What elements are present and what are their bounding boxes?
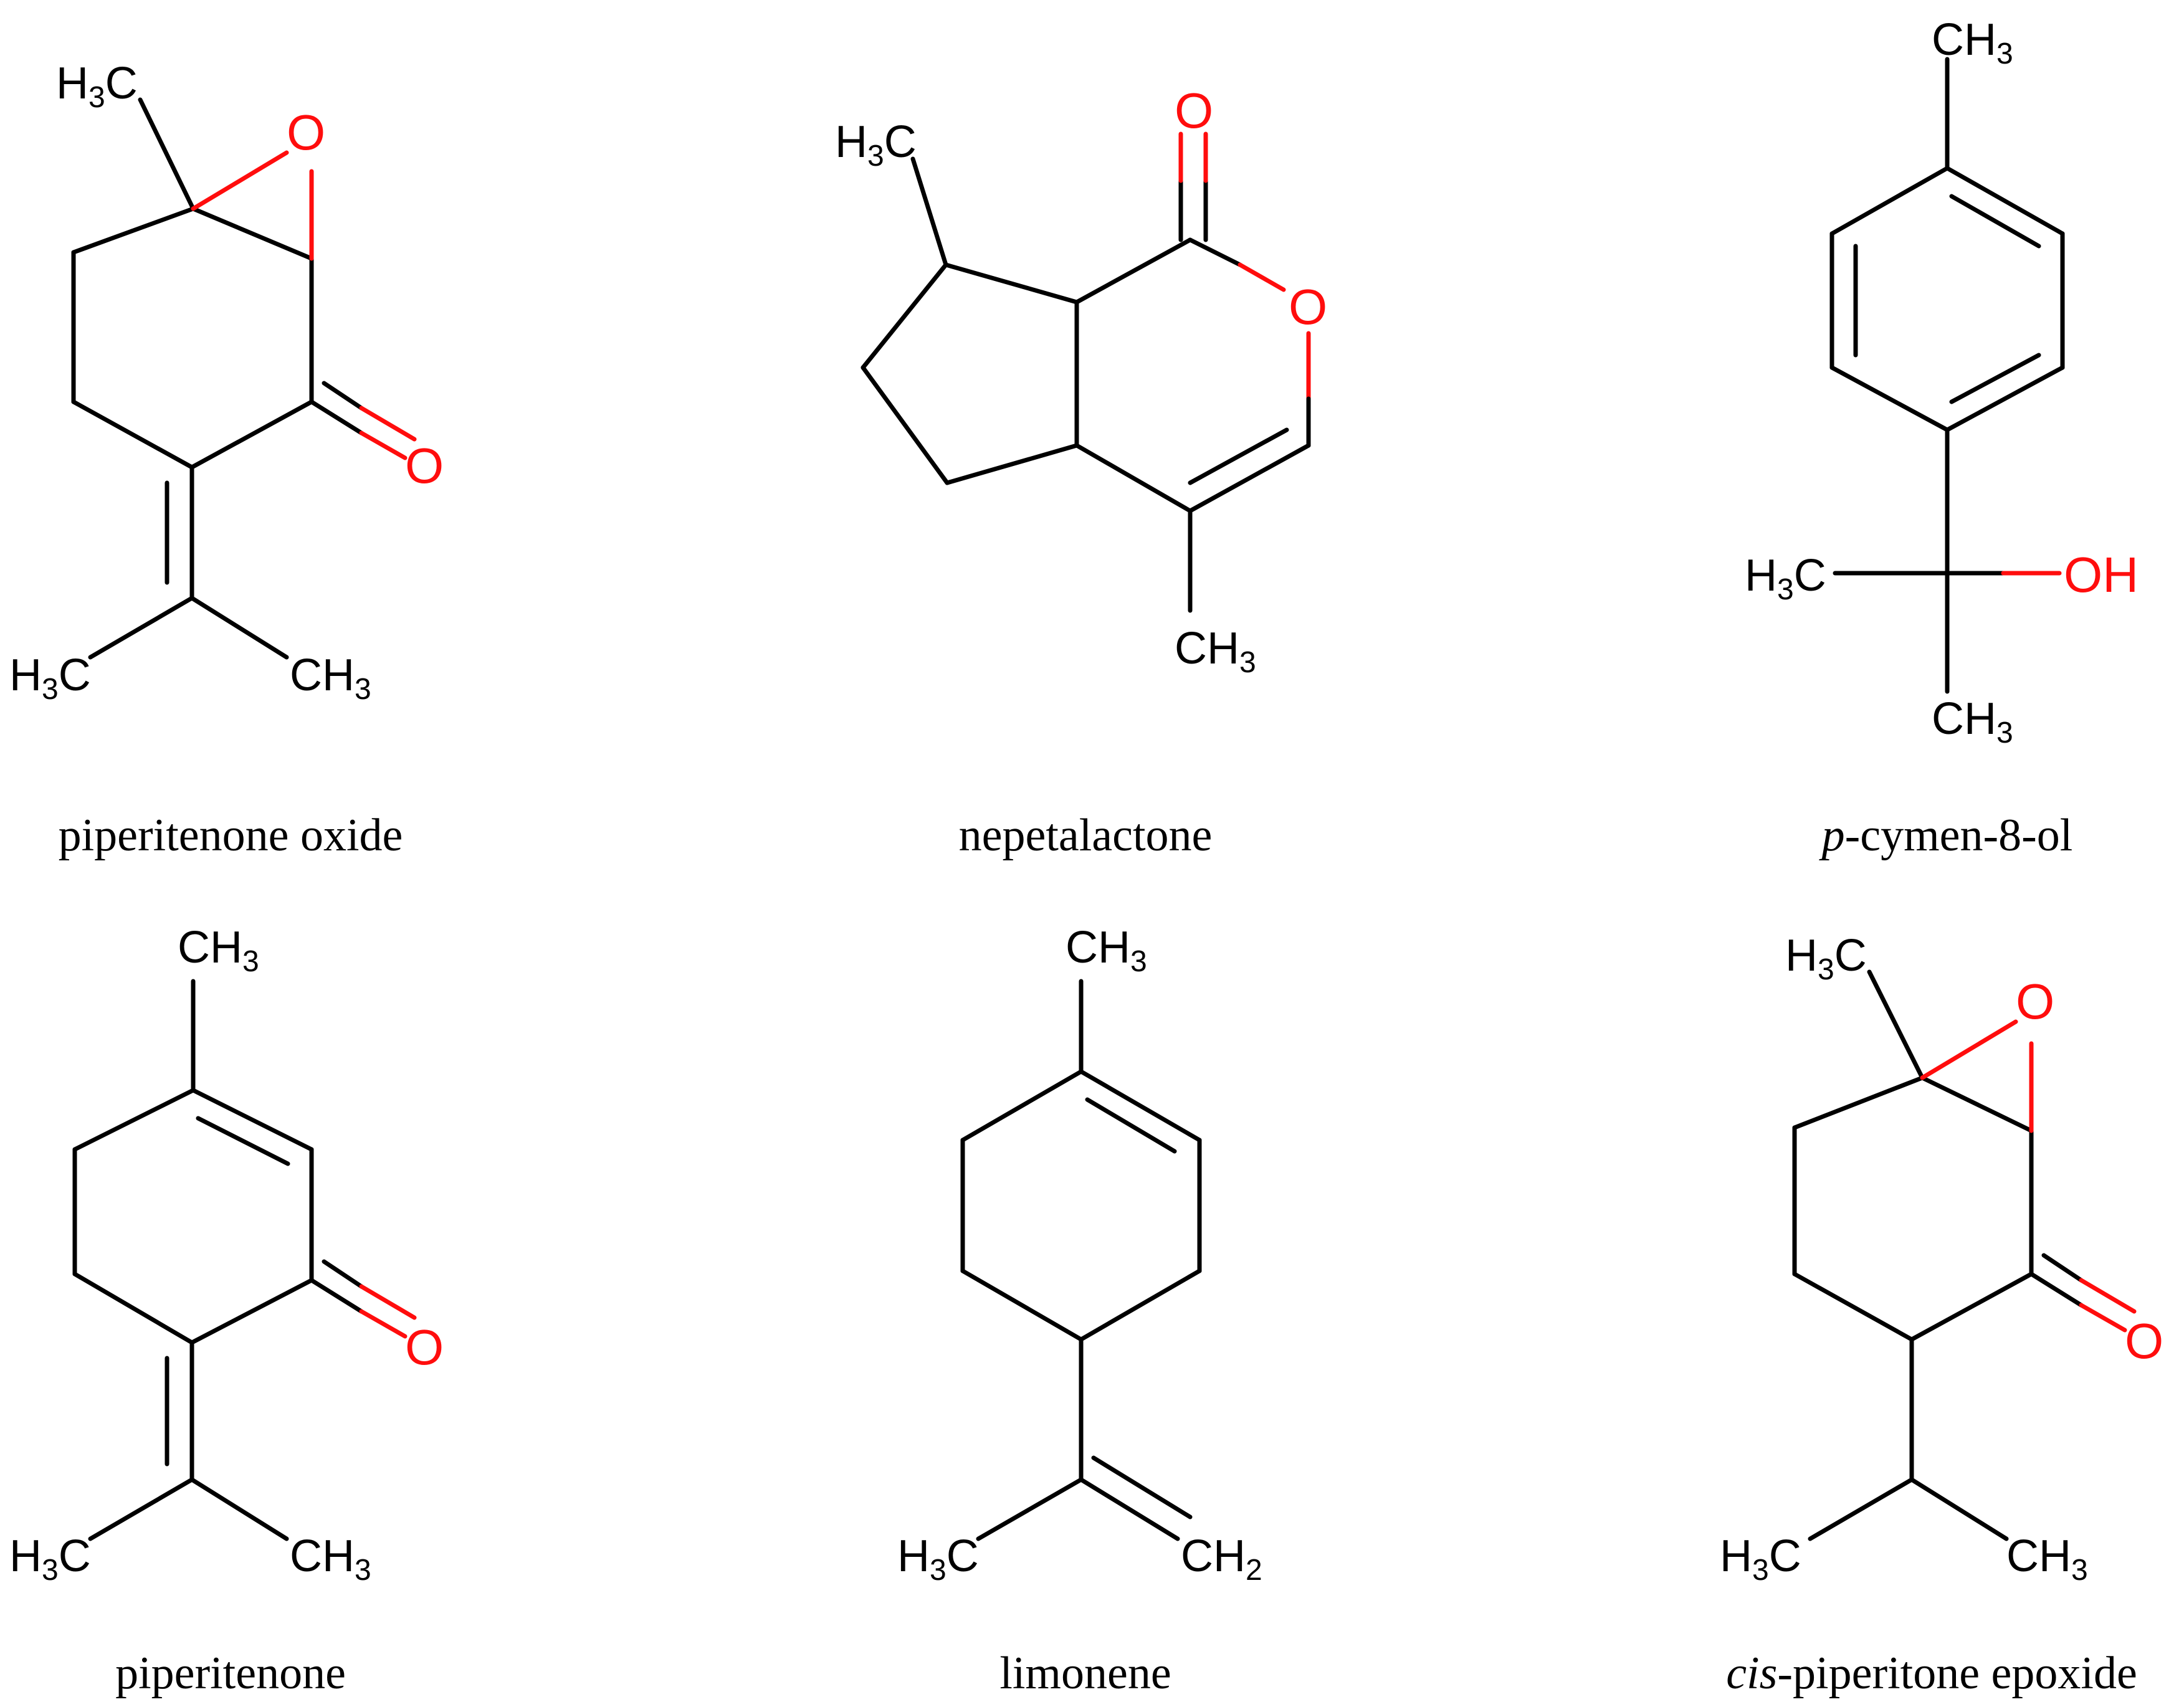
bond: [2079, 1303, 2127, 1333]
bond: [1079, 1477, 1180, 1541]
bond: [943, 262, 1079, 305]
bond: [2041, 1253, 2084, 1283]
bond: [1188, 443, 1311, 513]
atom-label: O: [1289, 279, 1327, 335]
structure-nepetalactone: H3C O O CH3 nepetalactone: [835, 83, 1327, 861]
bond: [1909, 1272, 2034, 1342]
atom-label: H3C: [56, 59, 138, 114]
bond: [1867, 969, 1925, 1080]
bond: [976, 1477, 1084, 1541]
bond: [359, 1284, 417, 1320]
bond: [88, 1477, 194, 1541]
bond: [1792, 1272, 1914, 1342]
atom-label: O: [2016, 974, 2054, 1029]
bond: [359, 430, 408, 460]
bond: [359, 406, 417, 442]
atom-label: CH3: [2006, 1531, 2088, 1587]
bond: [1920, 1075, 2034, 1133]
bond: [1091, 1455, 1193, 1519]
atom-label: CH3: [290, 1531, 371, 1587]
bond: [2079, 1278, 2137, 1314]
bond: [88, 596, 194, 660]
atom-label: CH3: [1066, 923, 1147, 978]
structure-name: nepetalactone: [959, 810, 1213, 861]
bond: [1188, 427, 1289, 485]
atom-label: OH: [2064, 547, 2139, 602]
atom-label: CH2: [1181, 1531, 1262, 1587]
atom-label: H3C: [1745, 551, 1826, 606]
bond: [1188, 237, 1242, 267]
atom-label: O: [405, 438, 444, 493]
bond: [189, 399, 314, 470]
bond: [322, 1259, 364, 1289]
bond: [1079, 1268, 1202, 1342]
structure-name: piperitenone: [115, 1648, 346, 1699]
atom-label: CH3: [178, 923, 259, 978]
bond: [1829, 365, 1950, 432]
bond: [1074, 443, 1193, 513]
atom-label: H3C: [1785, 931, 1867, 986]
atom-label: H3C: [897, 1531, 979, 1587]
structure-name: cis-piperitone epoxide: [1726, 1648, 2137, 1699]
bond: [2029, 1272, 2084, 1308]
bond: [322, 381, 364, 411]
structure-name: piperitenone oxide: [59, 810, 403, 861]
bond: [1945, 365, 2065, 432]
bond: [861, 262, 948, 370]
structure-name: p-cymen-8-ol: [1819, 810, 2073, 861]
atom-label: CH3: [1932, 15, 2013, 70]
bond: [1909, 1477, 2009, 1541]
bond: [309, 1278, 364, 1314]
atom-label: CH3: [1175, 624, 1256, 679]
structure-piperitenone-oxide: H3C O O H3C CH3 piperitenone oxide: [9, 59, 444, 861]
bond: [71, 206, 196, 255]
bond: [191, 150, 289, 211]
bond: [960, 1268, 1084, 1342]
bond: [1829, 166, 1950, 236]
bond: [861, 365, 950, 485]
atom-label: H3C: [9, 650, 91, 706]
bond: [72, 1272, 194, 1345]
bond: [196, 1116, 290, 1166]
atom-label: CH3: [290, 650, 371, 706]
bond: [1949, 194, 2041, 249]
bond: [1085, 1097, 1177, 1154]
bond: [945, 443, 1079, 485]
bond: [1079, 1069, 1202, 1143]
structure-cis-piperitone-epoxide: H3C O O H3C CH3 cis-piperitone epoxide: [1720, 931, 2163, 1699]
atom-label: O: [1175, 83, 1213, 138]
bond: [960, 1069, 1084, 1143]
bond: [1808, 1477, 1914, 1541]
atom-label: O: [405, 1319, 444, 1375]
structure-name: limonene: [999, 1648, 1171, 1699]
atom-label: O: [287, 105, 325, 160]
bond: [309, 399, 364, 435]
bond: [1920, 1019, 2018, 1080]
bond: [189, 1477, 289, 1541]
bond: [191, 1088, 314, 1152]
bond: [1074, 237, 1193, 305]
atom-label: CH3: [1932, 694, 2013, 749]
bond: [359, 1309, 408, 1339]
bond: [189, 596, 289, 660]
bond: [138, 97, 196, 211]
structure-limonene: CH3 H3C CH2 limonene: [897, 923, 1262, 1699]
bond: [71, 399, 194, 470]
bond: [1237, 262, 1286, 292]
bond: [191, 206, 314, 261]
bond: [1945, 166, 2065, 236]
atom-label: H3C: [9, 1531, 91, 1587]
atom-label: H3C: [1720, 1531, 1801, 1587]
atom-label: H3C: [835, 117, 917, 173]
bond: [910, 156, 948, 267]
bond: [1792, 1075, 1925, 1130]
bond: [189, 1278, 314, 1345]
atom-label: O: [2125, 1313, 2163, 1369]
bond: [1949, 353, 2041, 404]
structure-p-cymen-8-ol: CH3 H3C OH CH3 p-cymen-8-ol: [1745, 15, 2139, 861]
bond: [72, 1088, 196, 1152]
structure-piperitenone: CH3 O H3C CH3 piperitenone: [9, 923, 444, 1699]
